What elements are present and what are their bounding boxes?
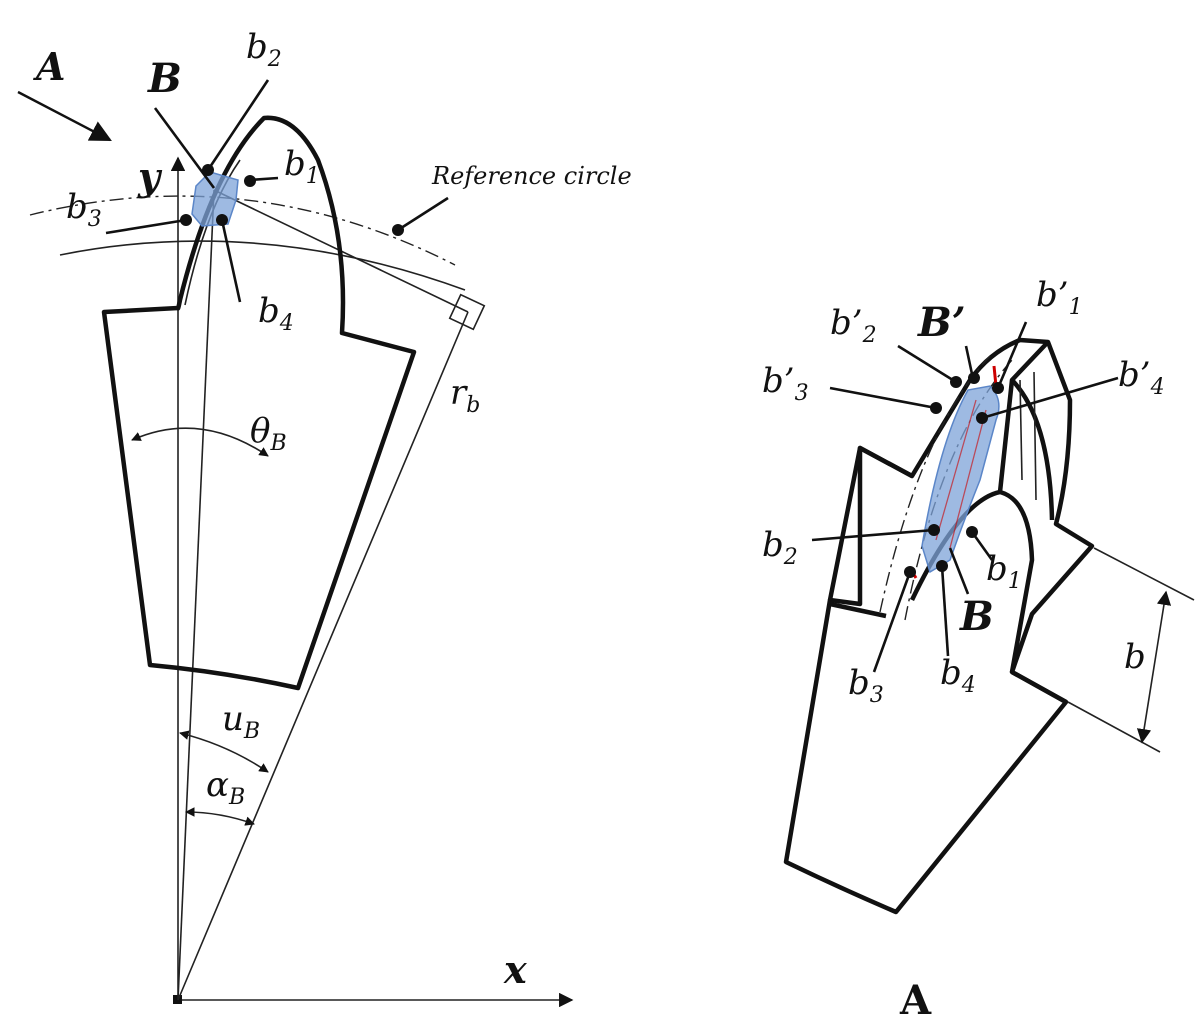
view-arrow-label: A [33, 44, 65, 89]
right-b4-leader [940, 565, 950, 657]
bp2-label: b’2 [830, 303, 877, 348]
alpha-arc [185, 807, 255, 826]
right-b1-label: b1 [986, 549, 1022, 594]
reference-circle-label: Reference circle [431, 162, 632, 190]
u-label: uB [222, 699, 260, 744]
b2-label: b2 [246, 27, 282, 72]
right-b2-leader [811, 528, 935, 542]
isometric-view: b B’ b’2 b’3 b’1 b’4 b2 b1 b3 [762, 275, 1195, 1024]
right-b3-leader [872, 571, 912, 673]
right-b4-label: b4 [940, 653, 976, 698]
b4-dot [216, 214, 228, 226]
b4-leader [220, 219, 242, 303]
left-block-bottom [829, 601, 887, 619]
b2-dot [202, 164, 214, 176]
right-B-leader [948, 547, 970, 595]
x-axis-label: x [503, 947, 528, 992]
rb-label: rb [450, 373, 480, 418]
theta-arc [131, 427, 269, 457]
reference-circle-dot [392, 224, 404, 236]
right-b1-dot [966, 526, 978, 538]
bp1-label: b’1 [1036, 275, 1083, 320]
face-width-label: b [1124, 637, 1146, 677]
bp4-dot [976, 412, 988, 424]
right-b4-dot [936, 560, 948, 572]
view-caption: A [899, 977, 932, 1024]
alpha-label: αB [206, 765, 245, 810]
line-to-contact [177, 189, 215, 1001]
b1-label: b1 [284, 144, 320, 189]
front-face-edge [1010, 670, 1068, 704]
b3-label: b3 [66, 187, 102, 232]
theta-label: θB [250, 411, 287, 456]
reference-circle-leader [397, 196, 449, 232]
bp2-dot [950, 376, 962, 388]
bp2-leader [897, 344, 957, 384]
left-block [827, 445, 914, 601]
front-view: A B y x b2 b1 b3 b4 Reference circle rb … [17, 27, 632, 1008]
tooth-outline [101, 115, 417, 691]
right-b2-label: b2 [762, 525, 798, 570]
right-b2-dot [928, 524, 940, 536]
bp1-dot [992, 382, 1004, 394]
point-B-prime-label: B’ [917, 299, 966, 346]
contact-patch [191, 171, 239, 227]
right-angle-mark [448, 293, 486, 331]
tooth-right-face [1010, 378, 1055, 521]
point-B-prime-leader [964, 345, 974, 375]
b1-dot [244, 175, 256, 187]
bp4-leader [981, 376, 1119, 420]
b4-label: b4 [258, 291, 294, 336]
b3-dot [180, 214, 192, 226]
right-b3-label: b3 [848, 663, 884, 708]
u-arc [179, 730, 269, 773]
bp3-label: b’3 [762, 361, 809, 406]
bp4-label: b’4 [1118, 355, 1165, 400]
dim-ext-bottom [1067, 701, 1161, 753]
b3-leader [105, 218, 187, 235]
contact-line-2 [949, 409, 987, 549]
bp1-leader [996, 321, 1028, 389]
bp3-dot [930, 402, 942, 414]
right-b3-dot [904, 566, 916, 578]
reference-circle [29, 195, 456, 266]
tooth-inner-line-2 [1033, 371, 1037, 501]
contact-band [921, 385, 1000, 574]
point-B-label: B [147, 55, 182, 102]
right-B-label: B [959, 593, 994, 640]
contact-line-1 [935, 399, 977, 541]
base-circle [59, 240, 466, 291]
tooth-inner-line [1019, 379, 1023, 481]
view-arrow [17, 90, 112, 142]
base-radius-line [177, 311, 469, 1001]
dim-line-b [1136, 590, 1172, 744]
point-B-leader [153, 107, 216, 189]
tooth-body-outline [783, 337, 1095, 915]
y-axis-label: y [137, 154, 163, 199]
bp1-top-dot [968, 372, 980, 384]
dim-ext-top [1093, 547, 1195, 601]
b2-leader [206, 79, 270, 171]
bp3-leader [829, 386, 937, 410]
